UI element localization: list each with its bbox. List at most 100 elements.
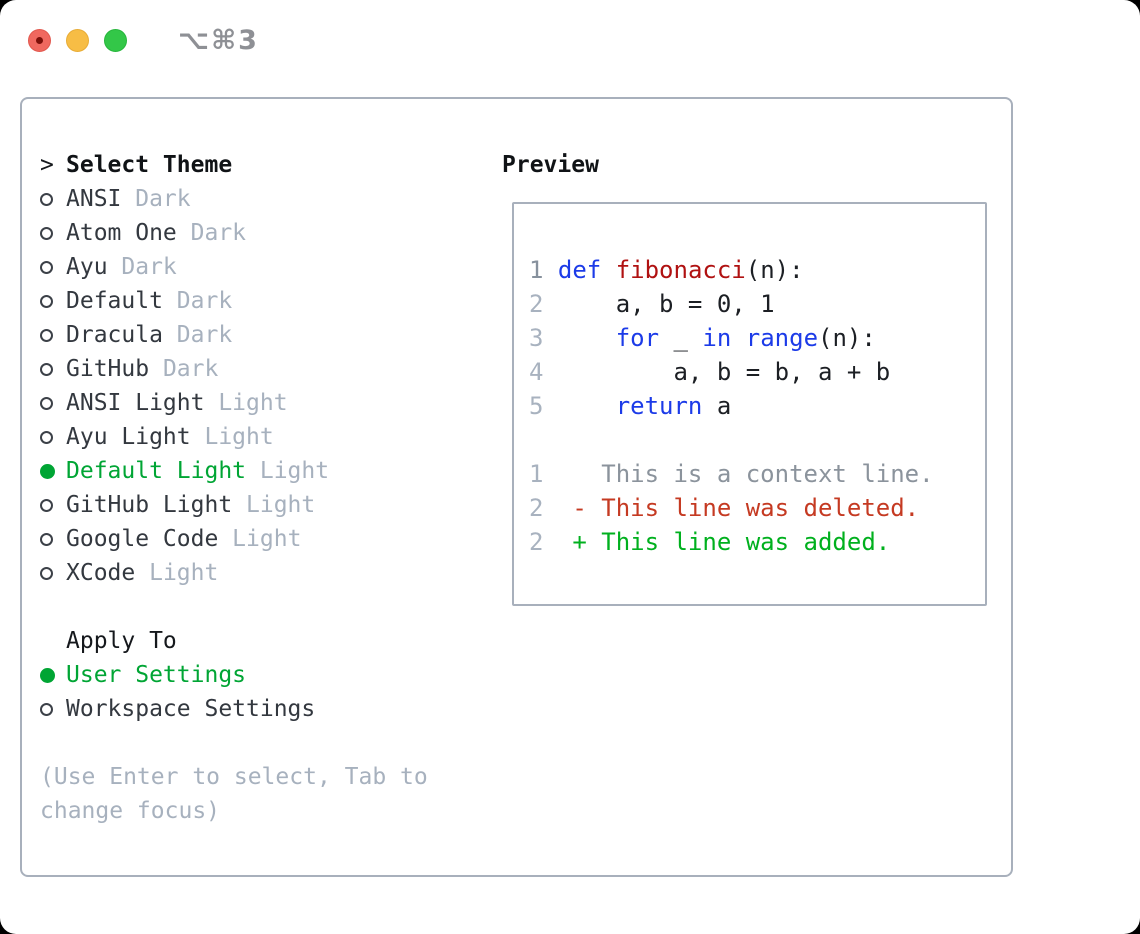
code-token-plain — [601, 256, 615, 284]
theme-option-default[interactable]: Default Dark — [40, 284, 428, 318]
theme-name: Default Light — [66, 458, 247, 484]
theme-name: Atom One — [66, 220, 177, 246]
radio-marker — [40, 463, 66, 479]
preview-title: Preview — [502, 152, 599, 178]
theme-variant: Light — [190, 424, 274, 450]
focus-caret-icon: > — [40, 152, 54, 178]
code-line: 2 - This line was deleted. — [529, 491, 985, 525]
radio-icon — [40, 396, 53, 410]
code-line — [529, 423, 985, 457]
radio-icon — [40, 498, 53, 512]
maximize-button[interactable] — [104, 29, 127, 52]
code-token-plain: _ — [659, 324, 703, 352]
code-token-plain: a, b = b, a + b — [557, 358, 891, 386]
theme-option-ayu[interactable]: Ayu Dark — [40, 250, 428, 284]
code-token-plain: (n): — [818, 324, 876, 352]
code-token-fn: fibonacci — [615, 256, 746, 284]
hint-text: (Use Enter to select, Tab to change focu… — [40, 764, 428, 824]
code-token-del: - This line was deleted. — [557, 494, 920, 522]
theme-name: GitHub Light — [66, 492, 233, 518]
radio-icon — [40, 702, 53, 716]
radio-marker — [40, 362, 66, 376]
close-button[interactable] — [28, 29, 51, 52]
spacer — [40, 726, 428, 760]
theme-variant: Dark — [176, 220, 247, 246]
radio-marker — [40, 294, 66, 308]
radio-marker — [40, 667, 66, 683]
code-line: 4 a, b = b, a + b — [529, 355, 985, 389]
radio-icon — [40, 362, 53, 376]
code-token-ctx: This is a context line. — [557, 460, 934, 488]
theme-variant: Dark — [107, 254, 177, 280]
theme-option-xcode[interactable]: XCode Light — [40, 556, 428, 590]
theme-variant: Light — [232, 492, 316, 518]
preview-column: Preview — [502, 148, 599, 182]
apply-to-header: Apply To — [40, 624, 428, 658]
line-number: 2 — [529, 290, 544, 318]
line-number: 3 — [529, 324, 544, 352]
code-token-kw: return — [615, 392, 703, 420]
theme-name: XCode — [66, 560, 136, 586]
theme-option-default-light[interactable]: Default Light Light — [40, 454, 428, 488]
theme-option-github[interactable]: GitHub Dark — [40, 352, 428, 386]
code-token-kw: for — [615, 324, 660, 352]
code-line: 2 a, b = 0, 1 — [529, 287, 985, 321]
code-line: 2 + This line was added. — [529, 525, 985, 559]
theme-name: Default — [66, 288, 163, 314]
theme-name: Google Code — [66, 526, 219, 552]
apply-option-name: Workspace Settings — [66, 696, 316, 722]
theme-variant: Dark — [149, 356, 219, 382]
theme-name: Ayu — [66, 254, 108, 280]
theme-option-dracula[interactable]: Dracula Dark — [40, 318, 428, 352]
theme-option-github-light[interactable]: GitHub Light Light — [40, 488, 428, 522]
theme-option-ansi-light[interactable]: ANSI Light Light — [40, 386, 428, 420]
radio-marker — [40, 396, 66, 410]
radio-icon — [40, 226, 53, 240]
radio-marker — [40, 226, 66, 240]
theme-variant: Light — [246, 458, 330, 484]
apply-option-name: User Settings — [66, 662, 247, 688]
radio-icon-selected — [40, 463, 55, 479]
line-number: 1 — [529, 256, 544, 284]
theme-option-atom-one[interactable]: Atom One Dark — [40, 216, 428, 250]
theme-variant: Dark — [162, 322, 233, 348]
code-token-plain: (n): — [745, 256, 804, 284]
theme-option-ayu-light[interactable]: Ayu Light Light — [40, 420, 428, 454]
apply-option-user-settings[interactable]: User Settings — [40, 658, 428, 692]
radio-marker — [40, 430, 66, 444]
spacer — [40, 590, 428, 624]
code-token-plain — [558, 324, 616, 352]
radio-marker — [40, 192, 66, 206]
theme-variant: Light — [218, 526, 302, 552]
radio-icon — [40, 430, 53, 444]
code-token-plain: a, b = 0, 1 — [557, 290, 775, 318]
theme-option-google-code[interactable]: Google Code Light — [40, 522, 428, 556]
theme-variant: Dark — [162, 288, 233, 314]
radio-marker — [40, 566, 66, 580]
radio-marker — [40, 260, 66, 274]
code-token-kw: range — [745, 324, 819, 352]
code-token-kw: in — [702, 324, 732, 352]
select-theme-header: > Select Theme — [40, 148, 428, 182]
minimize-button[interactable] — [66, 29, 89, 52]
line-number: 5 — [529, 392, 544, 420]
code-token-kw: def — [557, 256, 602, 284]
line-number: 4 — [529, 358, 544, 386]
radio-marker — [40, 702, 66, 716]
code-line: 1 def fibonacci(n): — [529, 253, 985, 287]
radio-marker — [40, 328, 66, 342]
radio-icon — [40, 260, 53, 274]
code-token-plain — [731, 324, 745, 352]
theme-variant: Dark — [121, 186, 191, 212]
theme-name: Ayu Light — [66, 424, 191, 450]
apply-option-workspace-settings[interactable]: Workspace Settings — [40, 692, 428, 726]
radio-icon-selected — [40, 667, 55, 683]
select-theme-title: Select Theme — [66, 152, 233, 178]
theme-option-ansi[interactable]: ANSI Dark — [40, 182, 428, 216]
